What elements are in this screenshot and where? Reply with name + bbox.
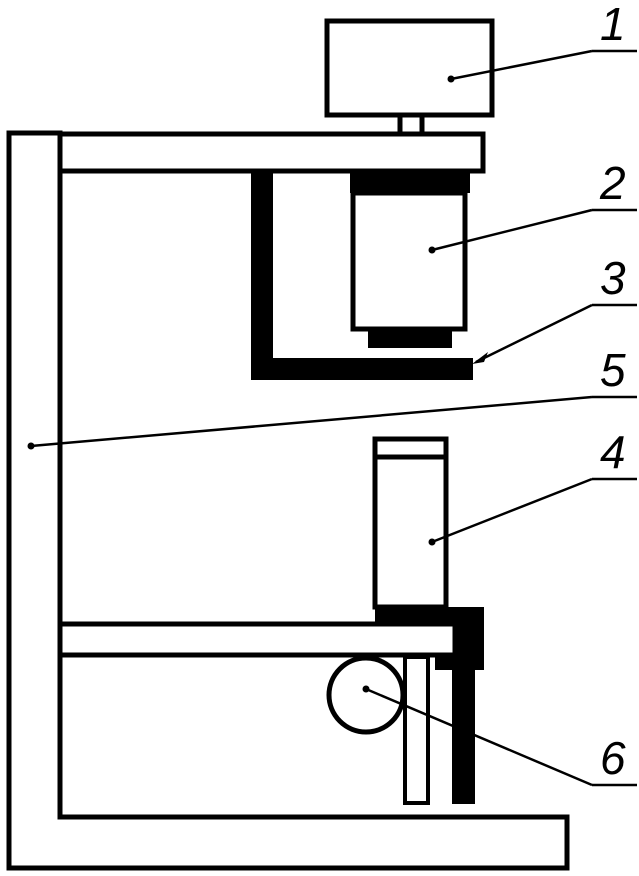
callout-1: 1 xyxy=(447,0,637,83)
cylinder-top-collar xyxy=(350,171,470,193)
callout-label-6: 6 xyxy=(600,732,626,784)
bracket xyxy=(251,171,473,380)
guide-rod xyxy=(403,655,430,805)
roller xyxy=(326,655,406,735)
callout-label-4: 4 xyxy=(600,426,626,478)
sample-holder xyxy=(372,436,449,610)
callout-5: 5 xyxy=(27,344,637,450)
table-clamp xyxy=(375,607,484,804)
callout-label-1: 1 xyxy=(600,0,626,50)
callout-label-3: 3 xyxy=(600,252,626,304)
callout-6: 6 xyxy=(362,685,637,787)
top-unit-neck xyxy=(397,112,425,137)
callout-label-2: 2 xyxy=(599,157,626,209)
top-unit xyxy=(324,18,495,118)
callout-label-5: 5 xyxy=(600,344,626,396)
upper-arm xyxy=(57,131,486,174)
callout-4: 4 xyxy=(428,426,637,546)
callout-2: 2 xyxy=(428,157,637,254)
cylinder-body xyxy=(350,190,468,332)
cylinder-bottom-collar xyxy=(368,329,452,348)
frame-column xyxy=(6,130,570,871)
callout-3: 3 xyxy=(472,252,637,364)
lower-table xyxy=(57,621,458,658)
